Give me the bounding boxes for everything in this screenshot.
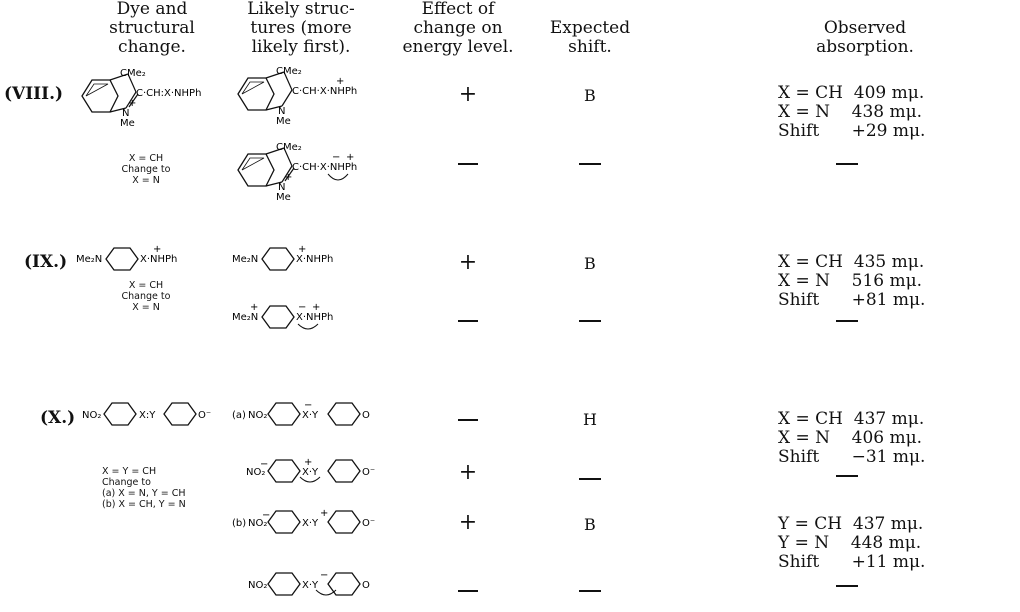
svg-text:+: + — [312, 302, 320, 313]
shift-viii-2 — [579, 163, 601, 165]
svg-text:X·Y: X·Y — [302, 518, 319, 529]
svg-text:X·Y: X·Y — [302, 467, 319, 478]
structure-x-a: (a) NO₂ X·Y − O — [232, 400, 370, 426]
effect-x-4 — [458, 590, 478, 592]
effect-x-1 — [458, 419, 478, 421]
svg-text:CMe₂: CMe₂ — [276, 66, 302, 77]
svg-text:+: + — [336, 76, 344, 87]
structure-ix-a: Me₂N X·NHPh + — [232, 244, 333, 271]
effect-viii-1: + — [458, 82, 478, 107]
structure-ix-b: Me₂N + X·NHPh − + — [232, 302, 333, 330]
svg-text:X·NHPh: X·NHPh — [296, 312, 333, 323]
svg-text:CMe₂: CMe₂ — [276, 142, 302, 153]
svg-text:NO₂: NO₂ — [248, 580, 267, 591]
shift-x-2 — [579, 478, 601, 480]
svg-text:−: − — [320, 570, 328, 581]
change-note-viii: X = CH Change to X = N — [121, 153, 171, 186]
observed-viii: X = CH 409 mμ. X = N 438 mμ. Shift +29 m… — [778, 83, 926, 141]
row-label-x: (X.) — [40, 408, 76, 428]
svg-text:N: N — [278, 106, 285, 117]
shift-x-4 — [579, 590, 601, 592]
svg-text:NO₂: NO₂ — [248, 518, 267, 529]
effect-x-3: + — [458, 510, 478, 535]
svg-text:Me: Me — [276, 192, 291, 203]
change-note-x: X = Y = CH Change to (a) X = N, Y = CH (… — [102, 466, 186, 510]
svg-text:+: + — [346, 152, 354, 163]
observed-ix-after — [836, 320, 858, 322]
svg-text:−: − — [262, 510, 270, 521]
svg-text:O: O — [362, 410, 370, 421]
structure-x-b: NO₂ − X·Y + O⁻ — [246, 457, 375, 483]
observed-x-b: Y = CH 437 mμ. Y = N 448 mμ. Shift +11 m… — [778, 514, 926, 572]
svg-text:X·Y: X·Y — [302, 410, 319, 421]
svg-text:O⁻: O⁻ — [362, 467, 375, 478]
svg-text:+: + — [250, 302, 258, 313]
svg-text:(a): (a) — [232, 410, 246, 421]
svg-text:C·CH·X·NHPh: C·CH·X·NHPh — [292, 162, 357, 173]
header-structures: Likely struc- tures (more likely first). — [247, 0, 355, 57]
svg-text:Me₂N: Me₂N — [232, 312, 258, 323]
effect-x-2: + — [458, 460, 478, 485]
svg-text:NO₂: NO₂ — [82, 410, 101, 421]
effect-viii-2 — [458, 163, 478, 165]
header-observed: Observed absorption. — [816, 18, 914, 57]
dye-viii-structure: CMe₂ N + Me C·CH:X·NHPh — [81, 68, 201, 129]
header-shift: Expected shift. — [549, 18, 631, 57]
shift-x-1: H — [583, 410, 597, 429]
svg-text:+: + — [320, 508, 328, 519]
dye-x-structure: NO₂ X:Y O⁻ — [82, 402, 211, 426]
effect-ix-1: + — [458, 250, 478, 275]
svg-text:O⁻: O⁻ — [362, 518, 375, 529]
svg-text:(b): (b) — [232, 518, 246, 529]
svg-text:−: − — [332, 152, 340, 163]
svg-text:N: N — [278, 182, 285, 193]
svg-text:+: + — [153, 244, 161, 255]
dye-ix-formula: X·NHPh — [140, 254, 177, 265]
header-dye: Dye and structural change. — [109, 0, 195, 57]
shift-ix-1: B — [584, 254, 596, 273]
effect-ix-2 — [458, 320, 478, 322]
structure-viii-a: CMe₂ N Me C·CH·X·NHPh + — [237, 66, 357, 127]
change-note-ix: X = CH Change to X = N — [121, 280, 171, 313]
svg-text:NO₂: NO₂ — [246, 467, 265, 478]
structure-viii-b: CMe₂ N + Me C·CH·X·NHPh + − — [237, 142, 357, 203]
observed-x-a-after — [836, 475, 858, 477]
svg-text:−: − — [260, 459, 268, 470]
svg-text:−: − — [304, 400, 312, 411]
row-label-viii: (VIII.) — [4, 84, 64, 104]
svg-text:Me: Me — [276, 116, 291, 127]
shift-viii-1: B — [584, 86, 596, 105]
structure-x-c: (b) NO₂ − X·Y + O⁻ — [232, 508, 375, 534]
svg-text:O: O — [362, 580, 370, 591]
svg-text:Me₂N: Me₂N — [76, 254, 102, 265]
header-effect: Effect of change on energy level. — [402, 0, 514, 57]
me-label: Me — [120, 118, 135, 129]
svg-text:+: + — [298, 244, 306, 255]
svg-text:+: + — [128, 98, 136, 109]
dye-ix-structure: Me₂N X·NHPh + — [76, 244, 177, 271]
shift-x-3: B — [584, 515, 596, 534]
svg-text:+: + — [284, 172, 292, 183]
observed-ix: X = CH 435 mμ. X = N 516 mμ. Shift +81 m… — [778, 252, 926, 310]
svg-text:NO₂: NO₂ — [248, 410, 267, 421]
svg-text:+: + — [304, 457, 312, 468]
observed-viii-after — [836, 163, 858, 165]
dye-viii-formula: C·CH:X·NHPh — [136, 88, 201, 99]
n-plus-label: N — [122, 108, 129, 119]
dye-x-formula: X:Y — [139, 410, 156, 421]
svg-text:Me₂N: Me₂N — [232, 254, 258, 265]
cme2-label: CMe₂ — [120, 68, 146, 79]
svg-text:O⁻: O⁻ — [198, 410, 211, 421]
shift-ix-2 — [579, 320, 601, 322]
row-label-ix: (IX.) — [24, 252, 68, 272]
structure-x-d: NO₂ X·Y − O — [248, 570, 370, 596]
observed-x-b-after — [836, 585, 858, 587]
svg-text:X·Y: X·Y — [302, 580, 319, 591]
svg-text:X·NHPh: X·NHPh — [296, 254, 333, 265]
observed-x-a: X = CH 437 mμ. X = N 406 mμ. Shift −31 m… — [778, 409, 926, 467]
svg-text:−: − — [298, 302, 306, 313]
svg-text:C·CH·X·NHPh: C·CH·X·NHPh — [292, 86, 357, 97]
